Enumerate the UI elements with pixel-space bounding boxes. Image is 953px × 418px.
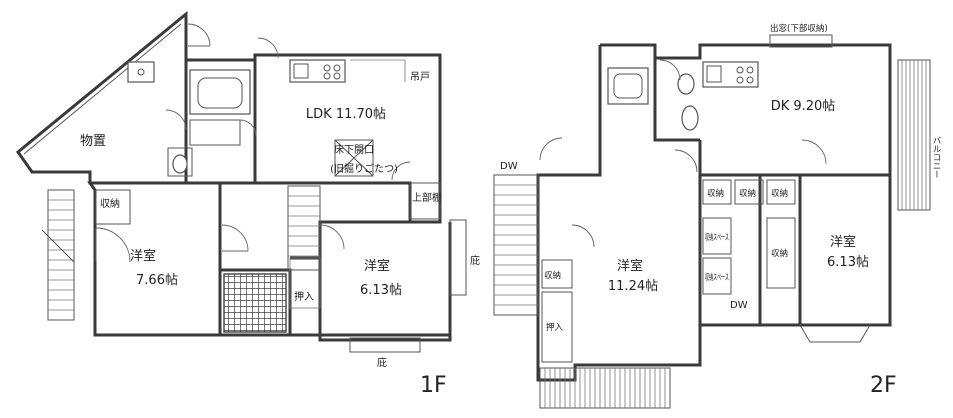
label-storage-space-2: 収納スペース <box>705 272 729 283</box>
interior-stairs-icon <box>287 185 321 271</box>
bay-window-box <box>769 34 833 48</box>
closet-2f-2 <box>734 179 764 205</box>
stove-2f-icon <box>736 66 744 74</box>
storage-space-2-box <box>702 257 732 295</box>
label-floor-hatch-sub: (旧掘りごたつ) <box>330 162 398 175</box>
floor-label-1f: 1F <box>420 373 447 398</box>
shed-sink-icon <box>127 61 155 83</box>
toilet-icon <box>172 154 188 174</box>
floor-2-plan <box>493 34 931 409</box>
toilet-room <box>167 147 193 177</box>
floor-label-2f: 2F <box>870 373 897 398</box>
label-closet-4: 収納 <box>544 270 561 281</box>
label-balcony: バルコニー <box>931 136 941 179</box>
stove-icon <box>323 64 331 72</box>
label-closet-5: 収納 <box>771 248 788 259</box>
label-western-room-a: 洋室 <box>130 248 156 264</box>
label-western-room-d: 洋室 <box>830 234 856 250</box>
label-dk: DK 9.20帖 <box>771 99 836 114</box>
bathtub-icon <box>189 69 251 115</box>
closet-2f-5-box <box>766 217 796 289</box>
label-closet-2: 収納 <box>739 188 756 199</box>
eave-bottom <box>349 337 421 353</box>
label-western-room-b-size: 6.13帖 <box>360 283 402 298</box>
wash-basin-2f-icon <box>681 105 699 131</box>
dw-stairs-top-icon <box>493 174 539 316</box>
label-closet-1: 収納 <box>707 188 724 199</box>
label-storage-space-1: 収納スペース <box>705 232 729 243</box>
door-swing <box>95 227 131 263</box>
label-storage-shed: 物置 <box>80 134 106 149</box>
eave-right <box>449 219 467 296</box>
floor-hatch-icon <box>334 139 374 177</box>
bottom-balcony-grating-icon <box>539 367 671 409</box>
floor-1-plan <box>15 10 467 353</box>
label-western-room-c-size: 11.24帖 <box>608 279 658 294</box>
upper-shelf-box <box>409 182 441 220</box>
label-western-room-d-size: 6.13帖 <box>827 255 869 270</box>
label-closet-a: 収納 <box>100 197 120 210</box>
label-upper-shelf: 上部棚 <box>412 191 442 204</box>
label-western-room-a-size: 7.66帖 <box>136 273 178 288</box>
label-dw-top: DW <box>500 161 518 172</box>
entrance-tile-floor <box>223 273 287 333</box>
closet-2f-4-box <box>541 259 573 289</box>
kitchen-sink-2f-icon <box>706 65 722 83</box>
floor-2-outer-walls <box>600 43 892 327</box>
label-western-room-c: 洋室 <box>617 258 643 274</box>
door-swing-2f <box>539 137 563 161</box>
label-ldk: LDK 11.70帖 <box>306 107 386 122</box>
storage-space-1-box <box>702 217 732 255</box>
label-dw-bottom: DW <box>730 300 748 311</box>
toilet-2f-icon <box>677 73 695 95</box>
label-bay-window: 出窓(下部収納) <box>770 23 828 34</box>
label-oshiire-2f: 押入 <box>546 322 564 333</box>
floor-1-outer-walls <box>87 181 222 337</box>
label-closet-3: 収納 <box>771 188 788 199</box>
kitchen-counter <box>289 59 346 83</box>
label-floor-hatch: 床下開口 <box>334 143 374 156</box>
bay-window-room-d <box>799 324 871 343</box>
label-hanging-cabinet: 吊戸 <box>410 71 430 83</box>
kitchen-sink-icon <box>293 63 309 79</box>
oshiire-1f-box <box>289 257 321 309</box>
label-western-room-b: 洋室 <box>364 258 390 274</box>
oshiire-2f-box <box>541 291 573 363</box>
closet-2f-3 <box>766 179 796 205</box>
closet-2f-1 <box>702 179 732 205</box>
balcony-grating-icon <box>897 59 931 211</box>
label-oshiire-1f: 押入 <box>294 290 314 303</box>
external-stairs-icon <box>41 189 75 321</box>
storage-shed-walls <box>15 10 188 185</box>
label-eave-right: 庇 <box>470 254 480 267</box>
storage-shed-inner <box>23 23 182 155</box>
closet-a <box>95 189 131 225</box>
label-eave-bottom: 庇 <box>377 356 387 369</box>
